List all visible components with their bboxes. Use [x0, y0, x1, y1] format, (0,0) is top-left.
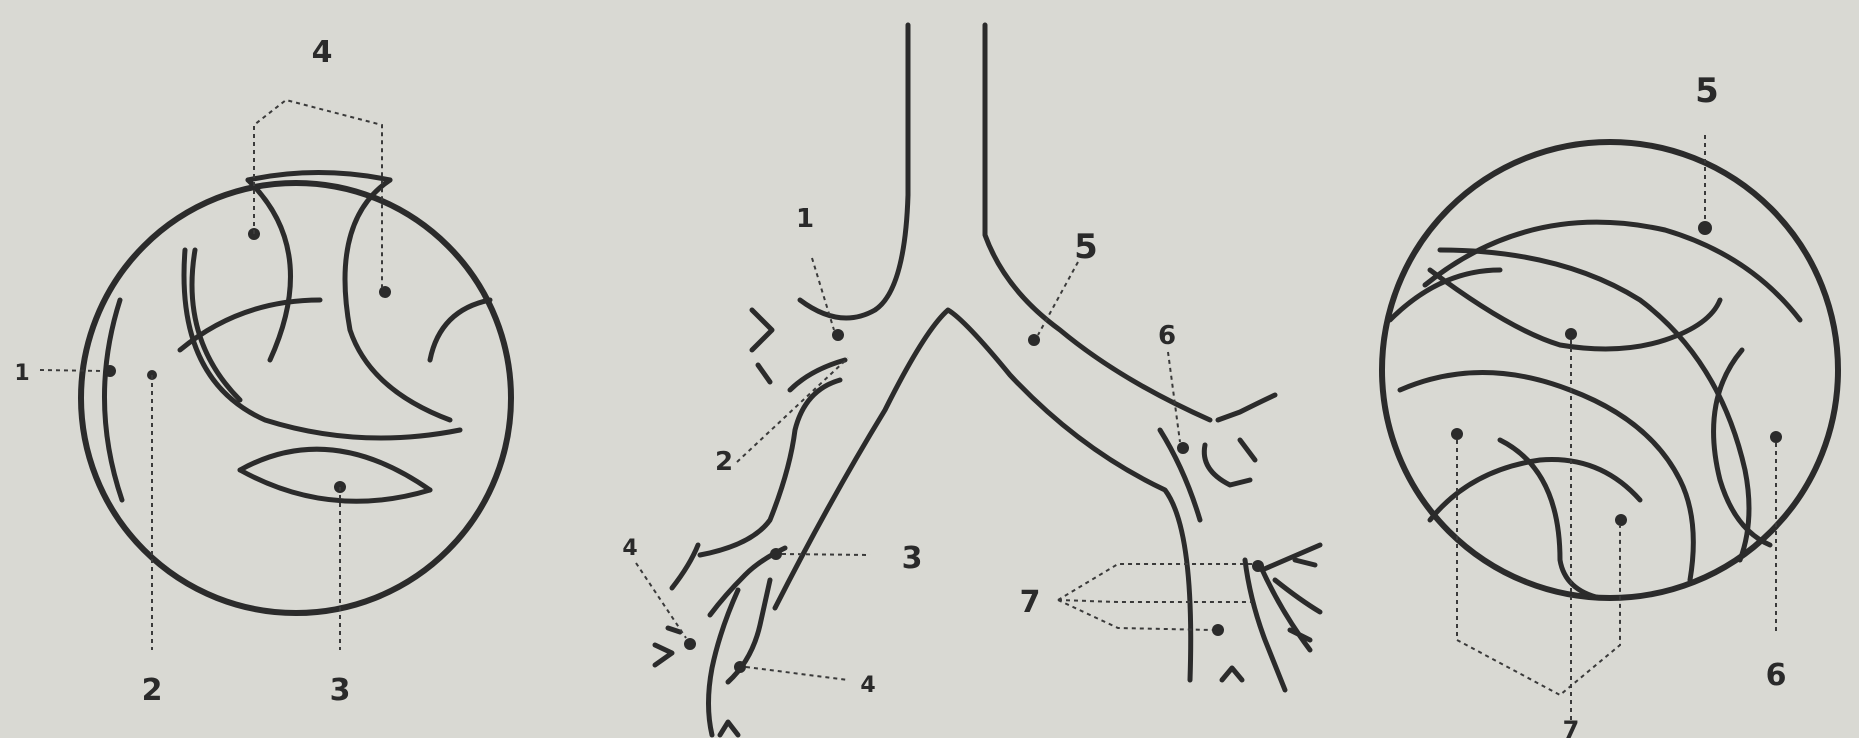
left-upper-branch — [790, 360, 845, 390]
right-label-5: 5 — [1695, 71, 1719, 111]
left-twig-4 — [655, 645, 672, 665]
left-twig-2 — [752, 310, 772, 350]
main-bronchus-inner-wall — [775, 310, 1191, 680]
left-twig-1 — [672, 545, 698, 588]
right-point-5 — [1698, 221, 1712, 235]
left-label-3: 3 — [330, 673, 351, 708]
left-circle-diagram: 4 1 2 3 — [14, 35, 511, 708]
right-leader-7 — [1457, 340, 1620, 720]
center-leader-6 — [1168, 352, 1180, 442]
left-leader-1 — [40, 370, 104, 371]
left-label-4: 4 — [312, 35, 333, 70]
center-bronchial-tree: 1 5 2 6 3 4 7 4 — [622, 25, 1320, 735]
right-twig-5 — [1295, 560, 1315, 565]
left-twig-5 — [668, 628, 680, 632]
center-leader-7 — [1058, 564, 1252, 630]
right-arc-8 — [1714, 350, 1770, 545]
left-point-1 — [104, 365, 116, 377]
left-edge-lobule — [104, 300, 122, 500]
center-point-7a — [1252, 560, 1264, 572]
left-twig-6 — [720, 722, 738, 735]
center-label-6: 6 — [1158, 321, 1176, 351]
center-point-4b — [734, 661, 746, 673]
center-point-7b — [1212, 624, 1224, 636]
right-twig-3 — [1240, 440, 1255, 460]
right-outer-circle — [1382, 142, 1838, 598]
center-label-2: 2 — [715, 447, 733, 477]
right-point-7a — [1565, 328, 1577, 340]
center-leader-3 — [782, 554, 870, 555]
right-point-7b — [1451, 428, 1463, 440]
left-label-2: 2 — [142, 673, 163, 708]
right-label-6: 6 — [1766, 658, 1787, 693]
right-label-7: 7 — [1563, 716, 1580, 738]
center-point-3 — [770, 548, 782, 560]
right-twig-2 — [1204, 445, 1250, 485]
left-twig-3 — [758, 365, 770, 382]
left-point-4b — [379, 286, 391, 298]
right-twig-7 — [1222, 668, 1242, 680]
left-outer-circle — [81, 183, 511, 613]
right-arc-2 — [1440, 250, 1749, 560]
center-leader-1 — [812, 258, 834, 330]
center-point-4a — [684, 638, 696, 650]
right-circle-diagram: 5 6 7 — [1382, 71, 1838, 738]
center-leader-4b — [746, 667, 848, 680]
center-leader-5 — [1038, 262, 1078, 335]
right-arc-6 — [1400, 373, 1693, 581]
center-point-1 — [832, 329, 844, 341]
center-label-4b: 4 — [860, 673, 875, 698]
right-point-7c — [1615, 514, 1627, 526]
left-inner-arc-6 — [184, 250, 460, 438]
center-point-5 — [1028, 334, 1040, 346]
center-point-6 — [1177, 442, 1189, 454]
right-arc-4 — [1390, 270, 1500, 320]
left-top-arc — [248, 173, 390, 181]
trachea-right-wall — [985, 25, 1210, 420]
center-label-1: 1 — [796, 204, 814, 234]
center-leader-4a — [636, 563, 686, 638]
center-label-4a: 4 — [622, 536, 637, 561]
left-inner-arc-4 — [345, 180, 450, 420]
center-label-3: 3 — [902, 541, 923, 576]
right-point-6 — [1770, 431, 1782, 443]
center-label-5: 5 — [1074, 227, 1098, 267]
right-twig-1 — [1218, 395, 1275, 420]
left-inner-arc-5 — [430, 300, 490, 360]
left-label-1: 1 — [14, 361, 29, 386]
center-label-7: 7 — [1020, 585, 1041, 620]
